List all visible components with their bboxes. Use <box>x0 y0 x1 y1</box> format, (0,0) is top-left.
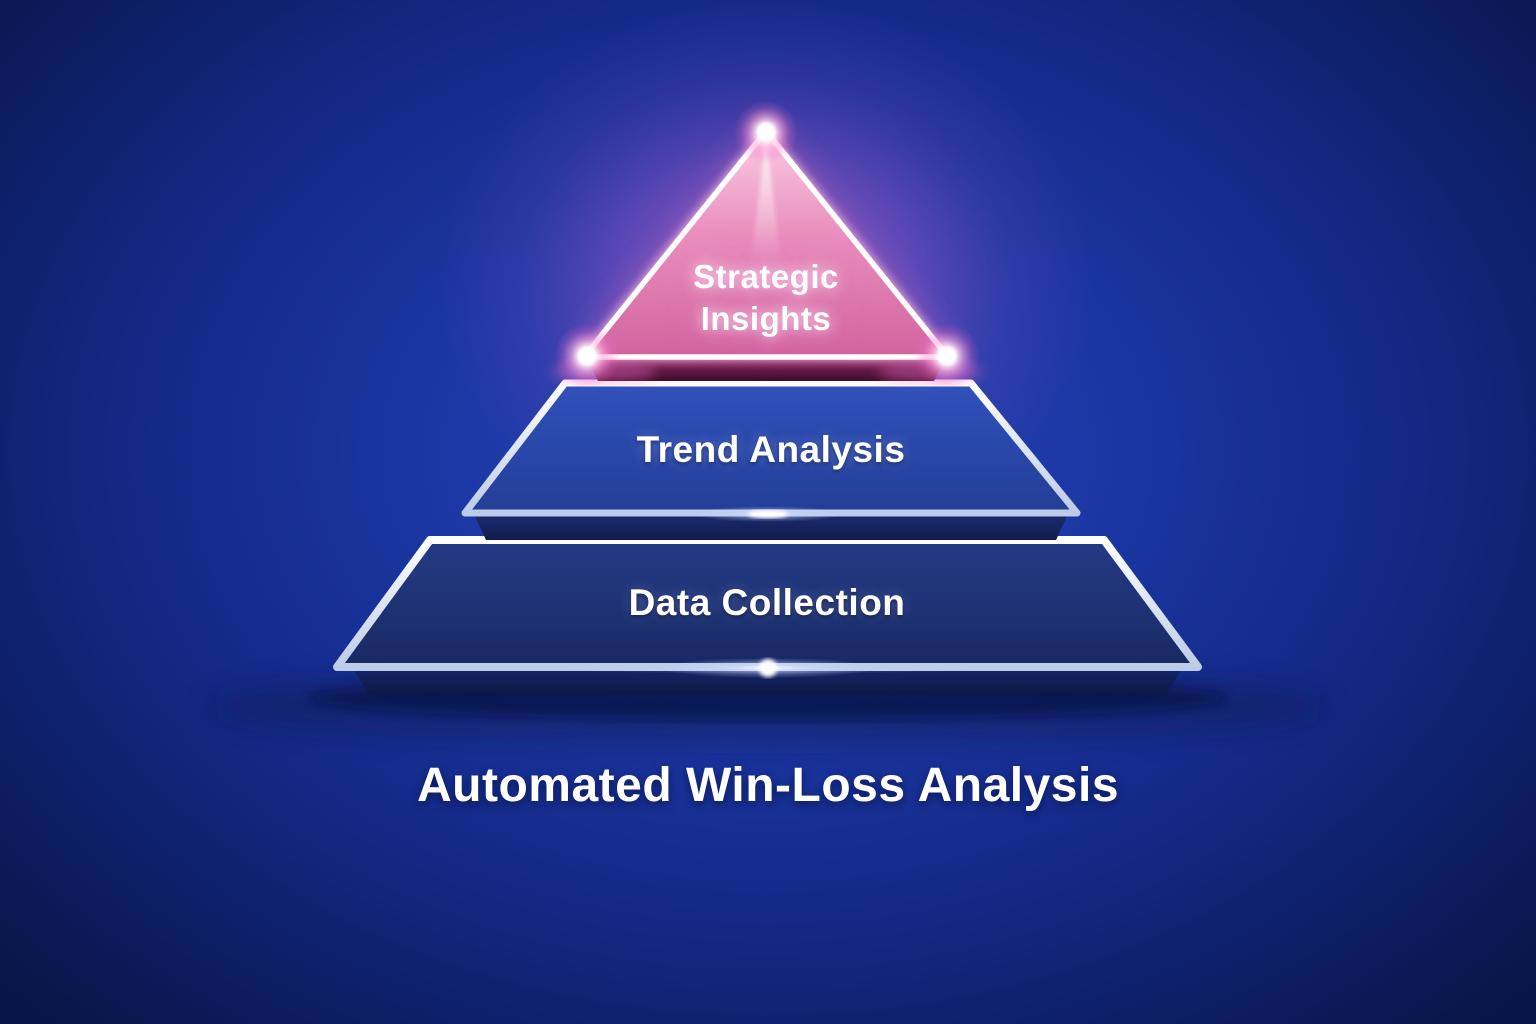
apex-glow-core <box>758 124 774 140</box>
tier1-label: Strategic Insights <box>566 256 966 340</box>
tier1-label-line1: Strategic <box>693 258 839 295</box>
tier2-edge-glint-core <box>748 510 788 518</box>
tier2-label: Trend Analysis <box>636 429 906 470</box>
tier3-depth-face <box>352 667 1183 695</box>
tier3-label: Data Collection <box>628 582 906 623</box>
tier3-edge-flare-core <box>759 659 777 677</box>
tier2-face <box>461 379 1081 517</box>
diagram-title: Automated Win-Loss Analysis <box>416 759 1120 812</box>
right-corner-sparkle-core <box>939 348 955 364</box>
apex-light-beam <box>751 134 781 264</box>
tier1-base-face <box>586 357 946 381</box>
tier1-label-line2: Insights <box>700 300 832 337</box>
left-corner-sparkle-core <box>579 348 595 364</box>
tier2-depth-face <box>474 514 1068 540</box>
